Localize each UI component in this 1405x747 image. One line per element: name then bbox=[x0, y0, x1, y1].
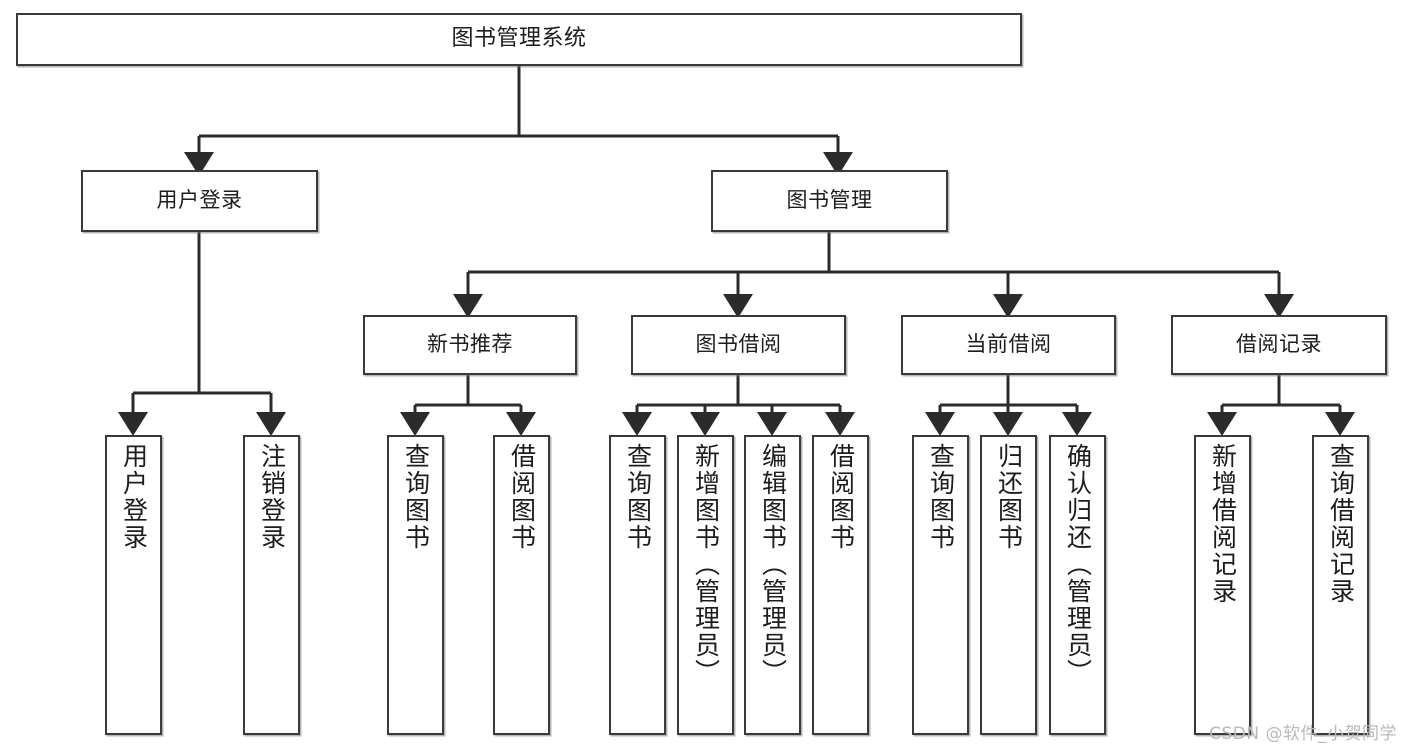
node-borrow-record[interactable]: 借阅记录 bbox=[1171, 315, 1387, 375]
node-book-borrow[interactable]: 图书借阅 bbox=[631, 315, 846, 375]
leaf-user-login[interactable]: 用户登录 bbox=[105, 435, 162, 735]
node-book-management-system[interactable]: 图书管理系统 bbox=[16, 13, 1022, 66]
node-label: 借阅图书 bbox=[507, 443, 537, 551]
node-label: 注销登录 bbox=[257, 443, 287, 551]
node-label: 新增借阅记录 bbox=[1208, 443, 1238, 605]
node-label: 新书推荐 bbox=[427, 332, 513, 357]
leaf-bookborrow-borrow-book[interactable]: 借阅图书 bbox=[812, 435, 869, 735]
node-label: 图书管理系统 bbox=[451, 26, 587, 52]
node-label: 当前借阅 bbox=[965, 332, 1052, 357]
node-label: 查询借阅记录 bbox=[1326, 443, 1356, 605]
node-label: 图书管理 bbox=[786, 188, 873, 213]
node-label: 查询图书 bbox=[926, 443, 956, 551]
node-label: 借阅记录 bbox=[1236, 332, 1322, 357]
leaf-borrowrecord-query-record[interactable]: 查询借阅记录 bbox=[1312, 435, 1369, 735]
watermark: CSDN @软件_小贺同学 bbox=[1209, 724, 1397, 744]
leaf-newbook-query-book[interactable]: 查询图书 bbox=[387, 435, 444, 735]
node-label: 新增图书（管理员） bbox=[691, 443, 721, 686]
node-current-borrow[interactable]: 当前借阅 bbox=[901, 315, 1116, 375]
leaf-bookborrow-edit-book-admin[interactable]: 编辑图书（管理员） bbox=[744, 435, 801, 735]
node-label: 查询图书 bbox=[401, 443, 431, 551]
node-label: 确认归还（管理员） bbox=[1063, 443, 1093, 686]
leaf-bookborrow-add-book-admin[interactable]: 新增图书（管理员） bbox=[677, 435, 734, 735]
node-label: 用户登录 bbox=[156, 188, 243, 213]
node-label: 图书借阅 bbox=[695, 332, 782, 357]
node-label: 用户登录 bbox=[119, 443, 149, 551]
leaf-currentborrow-return-book[interactable]: 归还图书 bbox=[980, 435, 1037, 735]
node-label: 查询图书 bbox=[623, 443, 653, 551]
leaf-borrowrecord-add-record[interactable]: 新增借阅记录 bbox=[1194, 435, 1251, 735]
node-label: 借阅图书 bbox=[826, 443, 856, 551]
leaf-currentborrow-confirm-return-admin[interactable]: 确认归还（管理员） bbox=[1049, 435, 1106, 735]
leaf-newbook-borrow-book[interactable]: 借阅图书 bbox=[493, 435, 550, 735]
leaf-bookborrow-query-book[interactable]: 查询图书 bbox=[609, 435, 666, 735]
node-new-book-recommend[interactable]: 新书推荐 bbox=[363, 315, 577, 375]
node-label: 归还图书 bbox=[994, 443, 1024, 551]
node-user-login[interactable]: 用户登录 bbox=[81, 170, 318, 232]
leaf-logout[interactable]: 注销登录 bbox=[243, 435, 300, 735]
node-book-management[interactable]: 图书管理 bbox=[711, 170, 948, 232]
leaf-currentborrow-query-book[interactable]: 查询图书 bbox=[912, 435, 969, 735]
node-label: 编辑图书（管理员） bbox=[758, 443, 788, 686]
